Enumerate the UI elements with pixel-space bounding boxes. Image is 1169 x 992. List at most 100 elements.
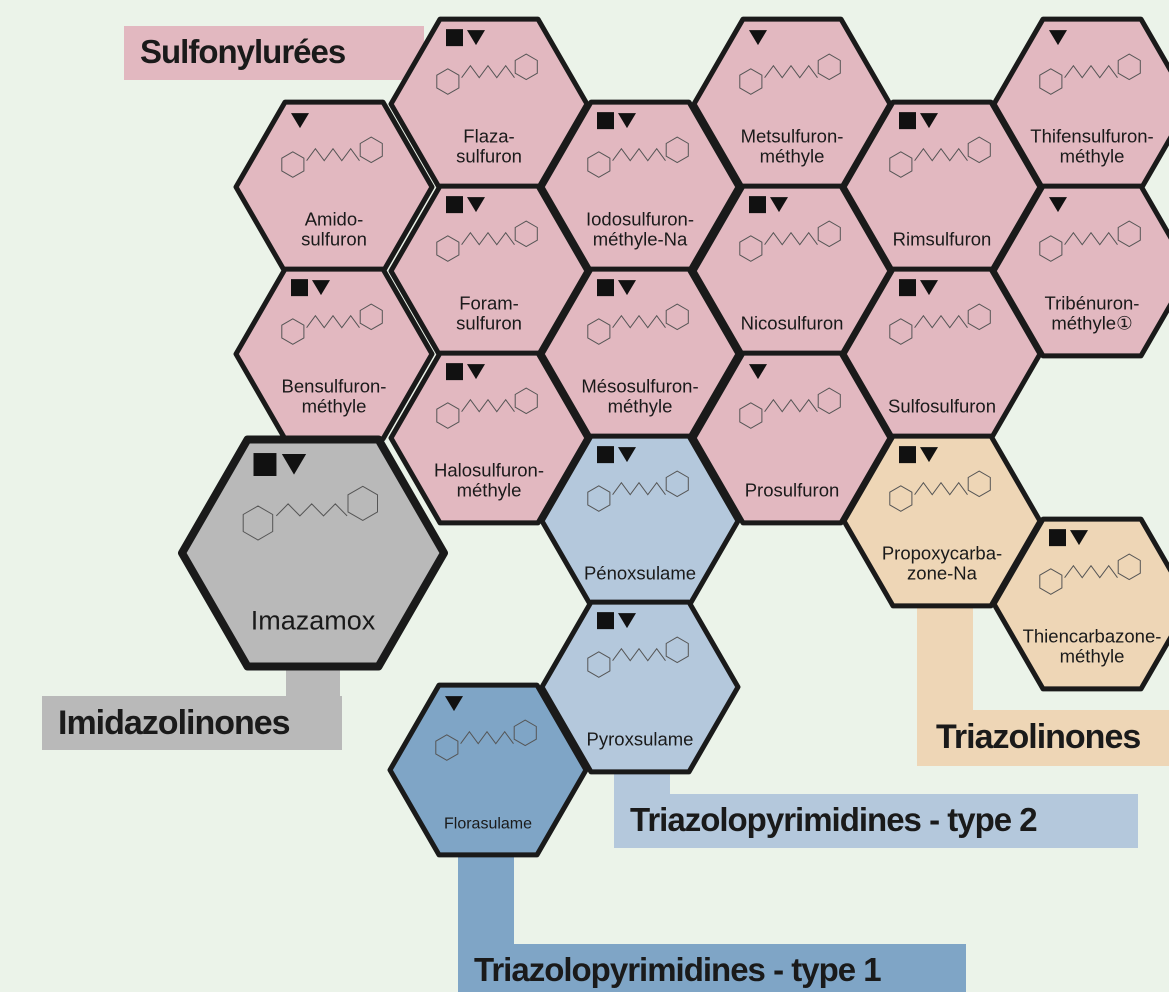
chemical-structure-icon <box>739 53 841 95</box>
triangle-icon <box>1049 197 1067 213</box>
triazolopyrimidines-type1-banner <box>458 944 966 992</box>
triangle-icon <box>312 280 330 296</box>
triangle-icon <box>618 613 636 629</box>
hexagon-shape <box>539 599 741 775</box>
compound-hex-thiencarbazone: Thiencarbazone-méthyle <box>991 516 1169 692</box>
compound-name-label: Nicosulfuron <box>741 313 844 334</box>
compound-name-label: Prosulfuron <box>745 480 840 501</box>
imidazolinones-banner <box>42 696 342 750</box>
chemical-structure-icon <box>242 485 378 541</box>
sulfonylurees-banner <box>124 26 424 80</box>
compound-hex-iodosulfuron: Iodosulfuron-méthyle-Na <box>539 99 741 275</box>
compound-hex-imazamox: Imazamox <box>178 435 448 671</box>
square-icon <box>899 279 916 297</box>
square-icon <box>597 446 614 464</box>
chemical-structure-icon <box>739 387 841 429</box>
compound-name-label: Halosulfuron- <box>434 460 544 481</box>
compound-name-label: Flaza- <box>463 126 514 147</box>
chemical-structure-icon <box>281 136 383 178</box>
chemical-structure-icon <box>587 303 689 345</box>
sulfonylurees-label: Sulfonylurées <box>140 33 346 70</box>
chemical-structure-icon <box>436 53 538 95</box>
compound-name-label: Thiencarbazone- <box>1023 626 1162 647</box>
compound-name-label: méthyle <box>302 396 367 417</box>
compound-name-label: Florasulame <box>444 816 532 833</box>
compound-name-label: Mésosulfuron- <box>581 376 698 397</box>
square-icon <box>1049 529 1066 547</box>
compound-name-label: sulfuron <box>456 146 522 167</box>
chemical-structure-icon <box>587 636 689 678</box>
compound-hex-amidosulfuron: Amido-sulfuron <box>233 99 435 275</box>
triangle-icon <box>1070 530 1088 546</box>
compound-name-label: Sulfosulfuron <box>888 396 996 417</box>
chemical-structure-icon <box>435 719 537 761</box>
compound-name-label: méthyle① <box>1051 313 1132 334</box>
compound-name-label: zone-Na <box>907 563 978 584</box>
hexagon-shape <box>388 350 590 526</box>
triangle-icon <box>467 197 485 213</box>
triazolinones-label: Triazolinones <box>936 718 1141 756</box>
triangle-icon <box>920 280 938 296</box>
compound-hex-thifensulfuron: Thifensulfuron-méthyle <box>991 16 1169 192</box>
triazolopyrimidines-type1-connector <box>458 850 514 950</box>
triazolinones-connector <box>917 600 973 720</box>
compound-name-label: Pénoxsulame <box>584 563 696 584</box>
chemical-structure-icon <box>889 303 991 345</box>
triangle-icon <box>291 113 309 129</box>
imidazolinones-label: Imidazolinones <box>58 704 291 742</box>
compound-name-label: Metsulfuron- <box>741 126 844 147</box>
triazolinones-banner <box>917 710 1169 766</box>
triangle-icon <box>467 30 485 46</box>
square-icon <box>446 29 463 47</box>
compound-name-label: méthyle <box>760 146 825 167</box>
compound-name-label: méthyle <box>1060 146 1125 167</box>
square-icon <box>446 363 463 381</box>
compound-hex-sulfosulfuron: Sulfosulfuron <box>841 266 1043 442</box>
chemical-structure-icon <box>739 220 841 262</box>
compound-hex-pyroxsulame: Pyroxsulame <box>539 599 741 775</box>
chemical-structure-icon <box>436 387 538 429</box>
chemical-structure-icon <box>281 303 383 345</box>
hexagon-shape <box>178 435 448 671</box>
compound-hex-propoxycarbazone: Propoxycarba-zone-Na <box>841 433 1043 609</box>
hexagon-shape <box>387 682 589 858</box>
compound-name-label: Propoxycarba- <box>882 543 1002 564</box>
triangle-icon <box>749 364 767 380</box>
compound-name-label: Amido- <box>305 209 364 230</box>
triangle-icon <box>749 30 767 46</box>
square-icon <box>253 453 277 477</box>
compound-hex-bensulfuron: Bensulfuron-méthyle <box>233 266 435 442</box>
compound-name-label: Foram- <box>459 293 519 314</box>
square-icon <box>899 446 916 464</box>
triangle-icon <box>618 447 636 463</box>
compound-name-label: Iodosulfuron- <box>586 209 694 230</box>
triangle-icon <box>1049 30 1067 46</box>
chemical-structure-icon <box>1039 553 1141 595</box>
triangle-icon <box>467 364 485 380</box>
square-icon <box>597 112 614 130</box>
chemical-structure-icon <box>889 470 991 512</box>
chemical-structure-icon <box>587 136 689 178</box>
compound-hex-halosulfuron: Halosulfuron-méthyle <box>388 350 590 526</box>
square-icon <box>749 196 766 214</box>
square-icon <box>597 279 614 297</box>
square-icon <box>291 279 308 297</box>
chemical-structure-icon <box>889 136 991 178</box>
square-icon <box>446 196 463 214</box>
triangle-icon <box>920 447 938 463</box>
triangle-icon <box>920 113 938 129</box>
compound-name-label: méthyle <box>608 396 673 417</box>
compound-name-label: sulfuron <box>301 229 367 250</box>
triangle-icon <box>445 696 463 712</box>
square-icon <box>899 112 916 130</box>
chemical-structure-icon <box>1039 220 1141 262</box>
hexagon-shape <box>991 183 1169 359</box>
compound-hex-florasulame: Florasulame <box>387 682 589 858</box>
compound-name-label: Bensulfuron- <box>282 376 387 397</box>
compound-name-label: Thifensulfuron- <box>1030 126 1153 147</box>
triangle-icon <box>618 280 636 296</box>
triazolopyrimidines-type1-label: Triazolopyrimidines - type 1 <box>474 951 882 988</box>
triangle-icon <box>281 454 307 475</box>
